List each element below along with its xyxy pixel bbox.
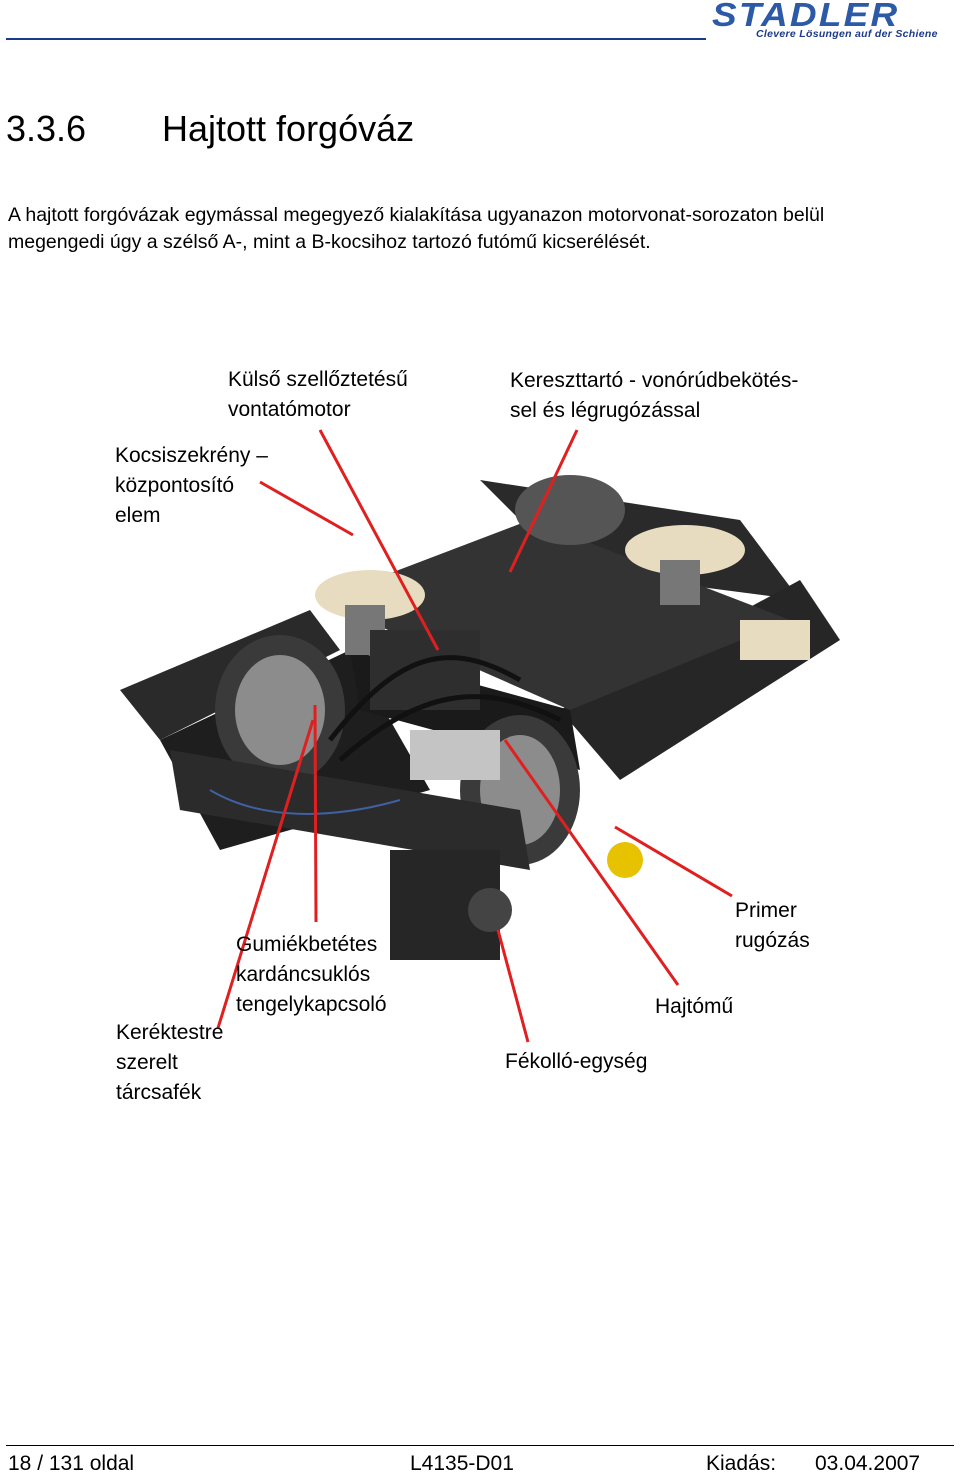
- section-number: 3.3.6: [6, 108, 162, 150]
- bogie-figure: Külső szellőztetésű vontatómotor Kereszt…: [100, 350, 880, 1130]
- header-rule: [6, 38, 706, 40]
- label-brake-unit: Fékolló-egység: [505, 1047, 647, 1077]
- label-centering-element: Kocsiszekrény – központosító elem: [115, 441, 268, 531]
- label-coupling: Gumiékbetétes kardáncsuklós tengelykapcs…: [236, 930, 387, 1020]
- label-gearbox: Hajtómű: [655, 992, 733, 1022]
- footer-page-number: 18 / 131 oldal: [8, 1452, 134, 1476]
- footer-issue-date: 03.04.2007: [815, 1452, 920, 1476]
- footer-document-id: L4135-D01: [410, 1452, 514, 1476]
- intro-paragraph: A hajtott forgóvázak egymással megegyező…: [8, 202, 868, 256]
- section-title: Hajtott forgóváz: [162, 108, 414, 149]
- label-motor: Külső szellőztetésű vontatómotor: [228, 365, 408, 425]
- footer-issue-label: Kiadás:: [706, 1452, 776, 1476]
- label-primary-suspension: Primer rugózás: [735, 896, 810, 956]
- logo-tagline: Clevere Lösungen auf der Schiene: [756, 28, 938, 40]
- label-disc-brake: Keréktestre szerelt tárcsafék: [116, 1018, 223, 1108]
- stadler-logo: STADLER Clevere Lösungen auf der Schiene: [712, 2, 948, 42]
- footer-rule: [6, 1445, 954, 1446]
- label-crossbeam: Kereszttartó - vonórúdbekötés- sel és lé…: [510, 366, 798, 426]
